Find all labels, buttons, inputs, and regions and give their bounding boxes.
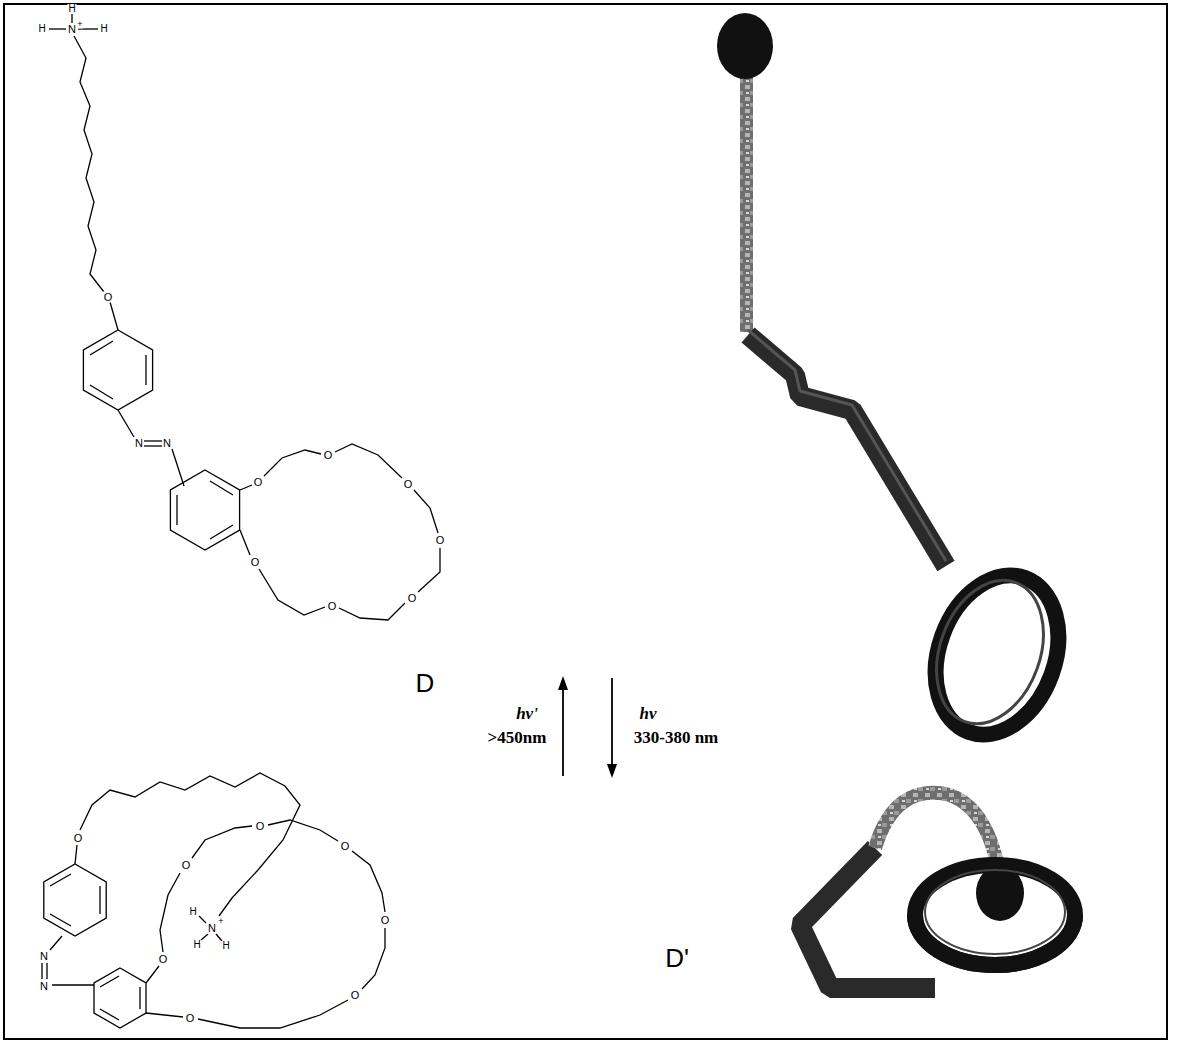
atom-label: H — [188, 907, 197, 917]
atom-label: O — [253, 477, 264, 488]
cartoon-d — [717, 13, 1080, 752]
atom-label: N — [39, 951, 49, 962]
atom-label: O — [185, 1013, 196, 1024]
atom-label: O — [340, 841, 351, 852]
atom-label: + — [217, 917, 224, 926]
atom-label: O — [103, 292, 114, 303]
arrow-label: hν' — [515, 705, 539, 722]
structure-d — [49, 14, 440, 620]
atom-label: H — [99, 24, 108, 34]
atom-label: O — [158, 954, 169, 965]
arrow-label: hν — [639, 705, 658, 722]
atom-label: N — [207, 923, 217, 934]
arrows — [558, 676, 617, 778]
atom-label: O — [435, 535, 446, 546]
cartoon-d-prime — [800, 793, 1075, 988]
atom-label: + — [76, 20, 83, 29]
atom-label: H — [67, 4, 76, 14]
atom-label: O — [255, 821, 266, 832]
atom-label: N — [134, 438, 144, 449]
atom-label: O — [380, 915, 391, 926]
atom-label: H — [192, 940, 201, 950]
atom-label: O — [327, 601, 338, 612]
atom-label: O — [73, 833, 84, 844]
atom-label: N — [39, 981, 49, 992]
atom-label: O — [250, 557, 261, 568]
atom-label: N — [162, 438, 172, 449]
atom-label: H — [221, 941, 230, 951]
atom-label: H — [37, 24, 46, 34]
atom-label: O — [403, 479, 414, 490]
arrow-label: 330-380 nm — [633, 729, 720, 746]
atom-label: O — [407, 593, 418, 604]
atom-label: O — [323, 450, 334, 461]
arrow-label: >450nm — [487, 729, 548, 746]
structure-letter: D' — [664, 945, 690, 971]
structure-d-prime — [42, 773, 385, 1028]
atom-label: O — [350, 990, 361, 1001]
atom-label: O — [181, 860, 192, 871]
structure-letter: D — [415, 670, 436, 696]
